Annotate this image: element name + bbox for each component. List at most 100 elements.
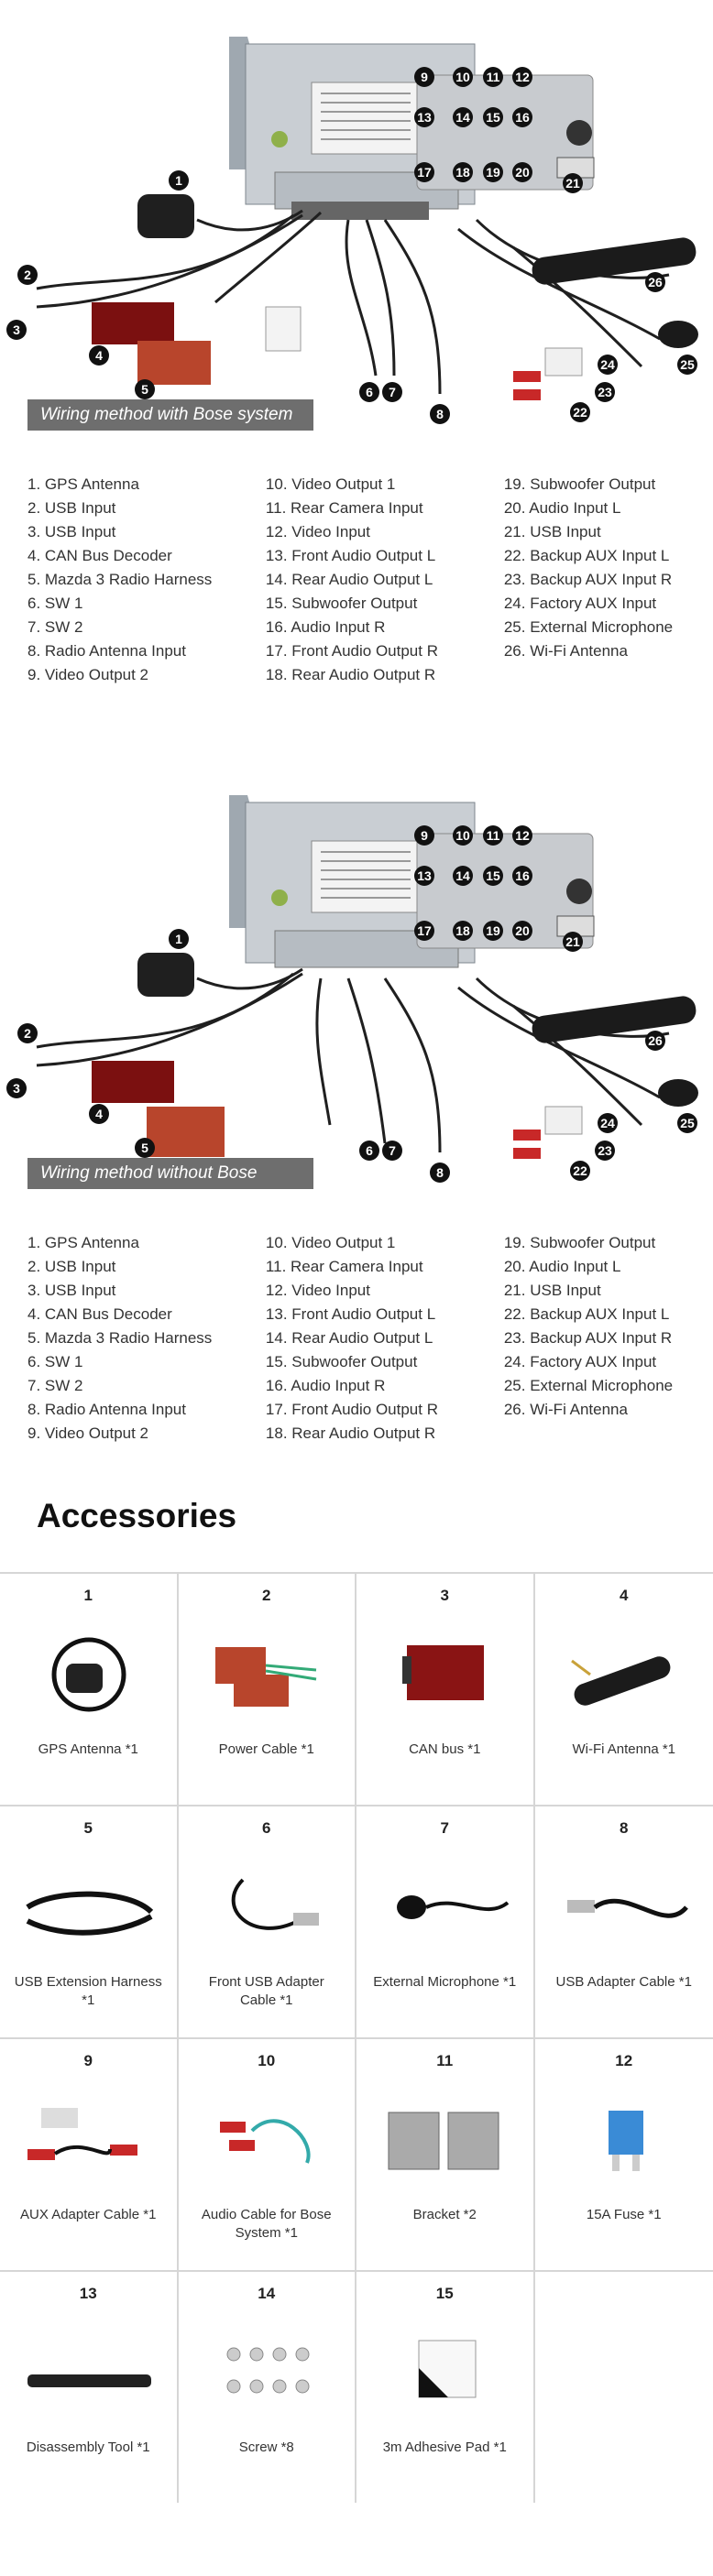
- legend-column: 19. Subwoofer Output 20. Audio Input L 2…: [504, 473, 713, 687]
- diagram-number-badge: [512, 67, 532, 87]
- legend-item: 16. Audio Input R: [265, 618, 386, 636]
- accessory-label: 15A Fuse *1: [586, 2207, 662, 2222]
- diagram-number-badge: [483, 162, 503, 182]
- diagram-number-label: 13: [417, 868, 432, 883]
- diagram-number-badge: [483, 107, 503, 127]
- legend-item: 1. GPS Antenna: [27, 1234, 139, 1251]
- accessory-label: Power Cable *1: [218, 1741, 314, 1757]
- legend-bose: 1. GPS Antenna 2. USB Input 3. USB Input…: [0, 473, 713, 687]
- diagram-number-badge: [89, 1104, 109, 1124]
- diagram-number-label: 23: [598, 1143, 612, 1158]
- diagram-number-badge: [135, 1138, 155, 1158]
- fuse-icon: [535, 2085, 713, 2195]
- accessory-label: Screw *8: [238, 2440, 294, 2455]
- legend-item: 21. USB Input: [503, 523, 601, 540]
- accessory-number: 9: [83, 2052, 93, 2069]
- diagram-number-badge: [414, 825, 434, 846]
- diagram-number-label: 19: [486, 165, 500, 180]
- diagram-number-label: 15: [486, 868, 500, 883]
- microphone-icon: [356, 1852, 533, 1962]
- diagram-number-label: 2: [24, 267, 31, 282]
- legend-item: 5. Mazda 3 Radio Harness: [27, 1329, 213, 1347]
- legend-item: 14. Rear Audio Output L: [265, 571, 433, 588]
- diagram-number-label: 21: [565, 176, 580, 191]
- diagram-number-badge: [453, 162, 473, 182]
- accessory-number: 13: [79, 2285, 97, 2302]
- legend-item: 15. Subwoofer Output: [265, 1353, 418, 1370]
- diagram-number-badge: [512, 107, 532, 127]
- legend-item: 7. SW 2: [27, 618, 83, 636]
- legend-item: 9. Video Output 2: [27, 666, 149, 683]
- diagram-number-badge: [430, 1162, 450, 1183]
- diagram-number-label: 22: [573, 1163, 587, 1178]
- diagram-number-label: 18: [455, 923, 470, 938]
- aux-cable-icon: [0, 2085, 177, 2195]
- diagram-number-badge: [598, 1113, 618, 1133]
- legend-item: 7. SW 2: [27, 1377, 83, 1394]
- legend-item: 15. Subwoofer Output: [265, 595, 418, 612]
- legend-item: 11. Rear Camera Input: [265, 1258, 423, 1275]
- audio-cable-icon: [179, 2085, 356, 2195]
- gps-puck: [137, 194, 194, 238]
- legend-item: 8. Radio Antenna Input: [27, 1401, 186, 1418]
- tool-icon: [0, 2318, 177, 2428]
- diagram-number-badge: [570, 402, 590, 422]
- accessory-label: Disassembly Tool *1: [26, 2440, 150, 2455]
- diagram-number-label: 12: [515, 828, 530, 843]
- legend-item: 9. Video Output 2: [27, 1424, 149, 1442]
- empty-icon: [535, 2318, 713, 2428]
- diagram-number-badge: [89, 345, 109, 366]
- diagram-number-badge: [563, 932, 583, 952]
- diagram-number-label: 20: [515, 165, 530, 180]
- diagram-number-label: 1: [175, 932, 182, 946]
- diagram-number-label: 10: [455, 828, 470, 843]
- legend-item: 2. USB Input: [27, 499, 116, 517]
- legend-item: 23. Backup AUX Input R: [503, 1329, 673, 1347]
- legend-item: 11. Rear Camera Input: [265, 499, 423, 517]
- diagram-number-label: 19: [486, 923, 500, 938]
- accessory-label: 3m Adhesive Pad *1: [382, 2440, 507, 2455]
- legend-item: 13. Front Audio Output L: [265, 547, 436, 564]
- diagram-number-label: 3: [13, 1081, 20, 1096]
- screws-icon: [179, 2318, 356, 2428]
- legend-item: 20. Audio Input L: [503, 1258, 621, 1275]
- diagram-number-label: 11: [487, 70, 500, 84]
- accessory-number: 8: [620, 1819, 629, 1837]
- legend-item: 22. Backup AUX Input L: [503, 1305, 670, 1323]
- legend-item: 17. Front Audio Output R: [265, 642, 438, 660]
- legend-item: 3. USB Input: [27, 1282, 116, 1299]
- accessory-number: 11: [436, 2052, 454, 2069]
- diagram-number-badge: [414, 866, 434, 886]
- diagram-number-badge: [17, 265, 38, 285]
- accessory-label: Wi-Fi Antenna *1: [572, 1741, 676, 1757]
- diagram-number-label: 11: [487, 828, 500, 843]
- diagram-number-label: 20: [515, 923, 530, 938]
- accessory-number: 2: [262, 1587, 271, 1604]
- accessory-label: USB Adapter Cable *1: [555, 1974, 692, 1990]
- diagram-number-label: 25: [680, 357, 695, 372]
- diagram-number-badge: [169, 929, 189, 949]
- diagram-number-badge: [483, 825, 503, 846]
- accessory-label: Audio Cable for Bose System *1: [201, 2207, 332, 2241]
- diagram-number-badge: [512, 921, 532, 941]
- wifi-antenna-icon: [535, 1620, 713, 1730]
- legend-column: 1. GPS Antenna 2. USB Input 3. USB Input…: [27, 473, 266, 687]
- diagram-number-badge: [414, 107, 434, 127]
- diagram-number-badge: [453, 866, 473, 886]
- diagram-number-label: 3: [13, 322, 20, 337]
- accessory-label: External Microphone *1: [373, 1974, 517, 1990]
- diagram-number-badge: [677, 1113, 697, 1133]
- legend-item: 10. Video Output 1: [265, 1234, 396, 1251]
- usb-extension-icon: [0, 1852, 177, 1962]
- diagram-number-badge: [677, 355, 697, 375]
- diagram-number-badge: [645, 1031, 665, 1051]
